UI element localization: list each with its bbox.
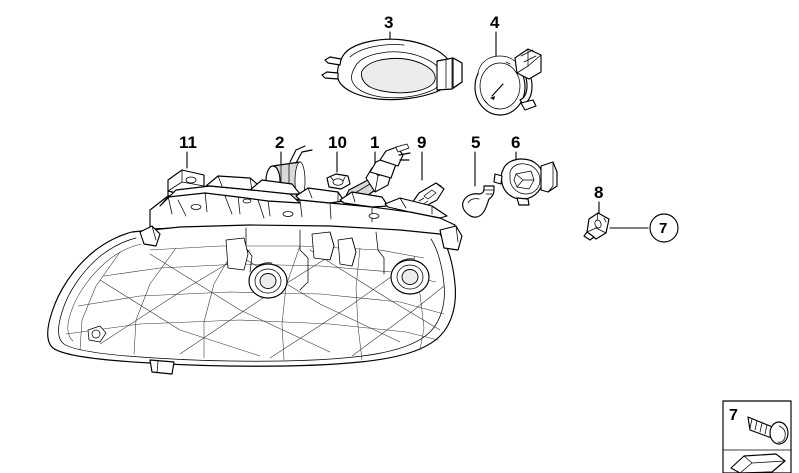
legend-clip-icon — [730, 453, 786, 473]
label-8: 8 — [594, 183, 604, 202]
callout-label-7: 7 — [659, 220, 668, 237]
housing-right-flange — [439, 225, 463, 251]
label-6: 6 — [511, 133, 521, 152]
label-1: 1 — [370, 133, 380, 152]
legend-screw-icon — [747, 416, 789, 445]
part-3-bezel-frame — [321, 38, 463, 101]
part-4-round-cover-cap — [474, 48, 542, 116]
label-2: 2 — [275, 133, 285, 152]
label-9: 9 — [417, 133, 427, 152]
projector-lens-right — [390, 258, 430, 295]
label-3: 3 — [384, 13, 394, 32]
headlight-housing-top — [149, 175, 456, 237]
part-10-rubber-grommet — [326, 173, 351, 190]
lens-left-latch — [87, 325, 107, 343]
housing-left-bracket — [139, 225, 161, 247]
lens-lower-mounting-tab — [149, 359, 175, 375]
legend-label-7: 7 — [729, 407, 738, 424]
headlight-assembly — [47, 175, 463, 375]
callout-circle-7 — [649, 213, 679, 243]
leader-lines — [186, 31, 649, 229]
label-11: 11 — [179, 133, 197, 152]
legend-box — [722, 400, 792, 473]
label-4: 4 — [490, 13, 500, 32]
part-8-retaining-clip — [583, 212, 610, 241]
part-1-halogen-bulb — [343, 143, 411, 205]
label-5: 5 — [471, 133, 481, 152]
projector-lens-left — [248, 262, 288, 299]
part-6-bulb-socket-holder — [493, 158, 558, 206]
label-10: 10 — [328, 133, 347, 152]
part-5-bayonet-bulb — [462, 185, 495, 218]
lens-internal-structure — [225, 227, 385, 291]
